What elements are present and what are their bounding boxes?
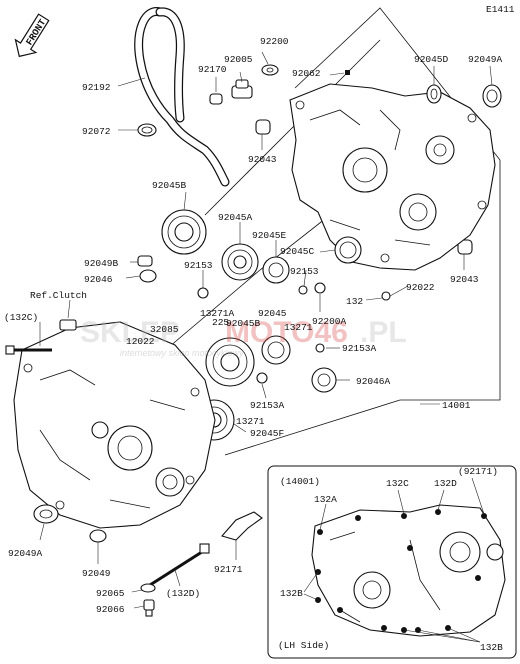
breather-fitting xyxy=(231,79,253,99)
label-132d: (132D) xyxy=(166,588,200,599)
bolt-132d xyxy=(149,543,210,587)
label-92049a-bottom: 92049A xyxy=(8,548,43,559)
watermark-brand-b: MOTO46 xyxy=(225,316,348,349)
label-92072: 92072 xyxy=(82,126,111,137)
label-92045: 92045 xyxy=(258,308,287,319)
inset-lh-side-view: (14001) (92171) (LH Side) 132A 132C 132D… xyxy=(267,465,517,659)
label-ref-clutch: Ref.Clutch xyxy=(30,290,87,301)
label-92022: 92022 xyxy=(406,282,435,293)
oil-seal-92046 xyxy=(139,269,157,283)
label-92065: 92065 xyxy=(96,588,125,599)
label-92170: 92170 xyxy=(198,64,227,75)
label-92005: 92005 xyxy=(224,54,253,65)
label-92045e: 92045E xyxy=(252,230,287,241)
label-92062: 92062 xyxy=(292,68,321,79)
label-92049: 92049 xyxy=(82,568,111,579)
inset-label-132d: 132D xyxy=(434,478,457,489)
inset-side-label: (LH Side) xyxy=(278,640,329,651)
bearing-92045a xyxy=(221,243,259,281)
label-225: 225 xyxy=(212,317,229,328)
bearing-92045b xyxy=(161,209,207,255)
assembly-frame-lines xyxy=(129,7,501,456)
inset-ref: (92171) xyxy=(458,466,498,477)
label-92045b-lower: 92045B xyxy=(226,318,261,329)
part-labels: 92192 92072 92200 92170 92005 92062 9204… xyxy=(4,36,503,615)
label-92153a-upper: 92153A xyxy=(342,343,377,354)
label-92045a: 92045A xyxy=(218,212,253,223)
label-92200: 92200 xyxy=(260,36,289,47)
pin-92062 xyxy=(345,70,350,75)
label-132c: (132C) xyxy=(4,312,38,323)
label-13271a: 13271A xyxy=(200,308,235,319)
label-132: 132 xyxy=(346,296,363,307)
label-92171: 92171 xyxy=(214,564,243,575)
bolt-132c xyxy=(5,345,52,355)
clutch-ref-bracket xyxy=(59,319,77,331)
oil-seal-92045d xyxy=(426,84,442,104)
diagram-code: E1411 xyxy=(486,4,515,15)
inset-label-132c: 132C xyxy=(386,478,409,489)
bracket-92171 xyxy=(221,511,263,541)
leader-lines xyxy=(39,51,493,609)
watermark: SKLEP MOTO46 .PL internetowy sklep motoc… xyxy=(80,316,407,358)
drain-washer-92065 xyxy=(140,583,156,593)
front-arrow-icon: FRONT xyxy=(14,13,50,58)
label-92153-right: 92153 xyxy=(290,266,319,277)
label-92045b: 92045B xyxy=(152,180,187,191)
inset-title: (14001) xyxy=(280,476,320,487)
label-92045d: 92045D xyxy=(414,54,449,65)
oil-seal-92049a-top xyxy=(482,84,502,108)
label-92049b: 92049B xyxy=(84,258,119,269)
oil-seal-92049b xyxy=(137,255,153,267)
left-crankcase-half xyxy=(13,321,216,529)
breather-hose xyxy=(134,7,230,187)
bearing-92045e xyxy=(262,256,290,284)
right-crankcase-half xyxy=(289,83,496,271)
label-92045f: 92045F xyxy=(250,428,285,439)
label-92153a-lower: 92153A xyxy=(250,400,285,411)
drain-plug-92066 xyxy=(143,599,155,617)
bearing-92045 xyxy=(261,335,291,365)
oil-seal-92049 xyxy=(89,529,107,543)
oil-seal-92049a-bottom xyxy=(33,504,59,524)
bearing-92045b-lower xyxy=(205,337,255,387)
label-12022: 12022 xyxy=(126,336,155,347)
label-92049a-top: 92049A xyxy=(468,54,503,65)
label-32085: 32085 xyxy=(150,324,179,335)
inset-label-132b-right: 132B xyxy=(480,642,503,653)
watermark-brand-a: SKLEP xyxy=(80,316,180,349)
label-92043-upper: 92043 xyxy=(248,154,277,165)
label-92192: 92192 xyxy=(82,82,111,93)
label-92066: 92066 xyxy=(96,604,125,615)
label-92043-right: 92043 xyxy=(450,274,479,285)
inset-label-132b-left: 132B xyxy=(280,588,303,599)
washer-92200 xyxy=(261,64,279,76)
watermark-brand-c: .PL xyxy=(360,316,407,349)
label-92200a: 92200A xyxy=(312,316,347,327)
dowel-pin-right xyxy=(457,239,473,255)
label-92046: 92046 xyxy=(84,274,113,285)
label-92045c: 92045C xyxy=(280,246,315,257)
seal-92045c xyxy=(334,236,362,264)
inset-label-132a: 132A xyxy=(314,494,337,505)
watermark-subtitle: internetowy sklep motocyklowy xyxy=(120,348,244,358)
label-14001: 14001 xyxy=(442,400,471,411)
label-92046a: 92046A xyxy=(356,376,391,387)
oil-seal-92046a xyxy=(311,367,337,393)
hose-clamp xyxy=(137,123,157,137)
small-clamp xyxy=(209,93,223,105)
dowel-pin-upper xyxy=(255,119,271,135)
label-13271-upper: 13271 xyxy=(284,322,313,333)
label-13271-lower: 13271 xyxy=(236,416,265,427)
label-92153-left: 92153 xyxy=(184,260,213,271)
